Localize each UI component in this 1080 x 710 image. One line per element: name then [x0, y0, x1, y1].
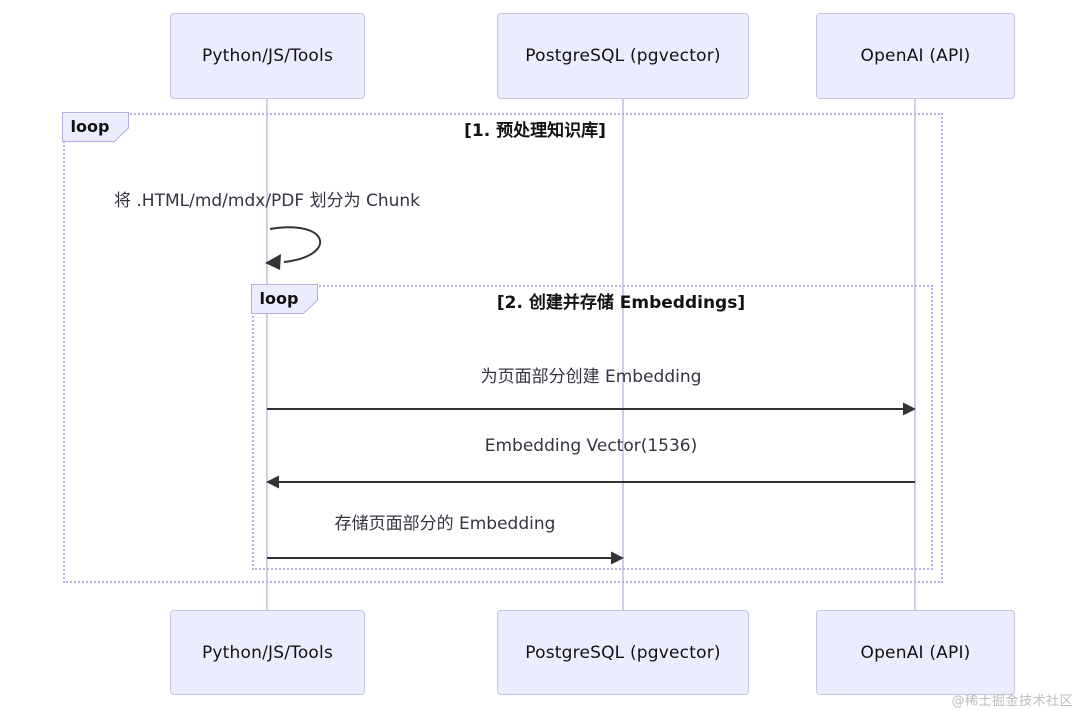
loop-keyword: loop: [259, 289, 299, 308]
loop-label-inner: loop: [251, 284, 319, 314]
actor-top-python: Python/JS/Tools: [170, 13, 365, 99]
message-chunk-split: 将 .HTML/md/mdx/PDF 划分为 Chunk: [113, 191, 421, 211]
message-embedding-vector: Embedding Vector(1536): [484, 436, 698, 456]
juejin-watermark: @稀土掘金技术社区: [951, 694, 1073, 709]
actor-label: PostgreSQL (pgvector): [525, 642, 721, 663]
lifeline-postgres: [622, 99, 624, 610]
loop-frame-embeddings: [252, 285, 933, 570]
loop-label-outer: loop: [62, 112, 130, 142]
loop-label-shape: [251, 284, 318, 314]
message-create-embedding: 为页面部分创建 Embedding: [480, 367, 702, 387]
actor-bottom-postgres: PostgreSQL (pgvector): [497, 610, 749, 695]
loop-title-preprocess: [1. 预处理知识库]: [464, 121, 606, 141]
actor-bottom-python: Python/JS/Tools: [170, 610, 365, 695]
actor-top-postgres: PostgreSQL (pgvector): [497, 13, 749, 99]
actor-label: PostgreSQL (pgvector): [525, 46, 721, 66]
loop-keyword: loop: [70, 117, 110, 136]
actor-label: OpenAI (API): [860, 642, 971, 663]
loop-title-embeddings: [2. 创建并存储 Embeddings]: [496, 293, 746, 313]
loop-frame-preprocess: [63, 113, 943, 583]
message-store-embedding: 存储页面部分的 Embedding: [334, 514, 556, 534]
actor-label: Python/JS/Tools: [201, 46, 334, 66]
actor-label: OpenAI (API): [860, 46, 971, 66]
lifeline-openai: [914, 99, 916, 610]
actor-bottom-openai: OpenAI (API): [816, 610, 1015, 695]
loop-label-shape: [62, 112, 129, 142]
actor-label: Python/JS/Tools: [201, 642, 334, 663]
lifeline-python: [266, 99, 268, 610]
actor-top-openai: OpenAI (API): [816, 13, 1015, 99]
